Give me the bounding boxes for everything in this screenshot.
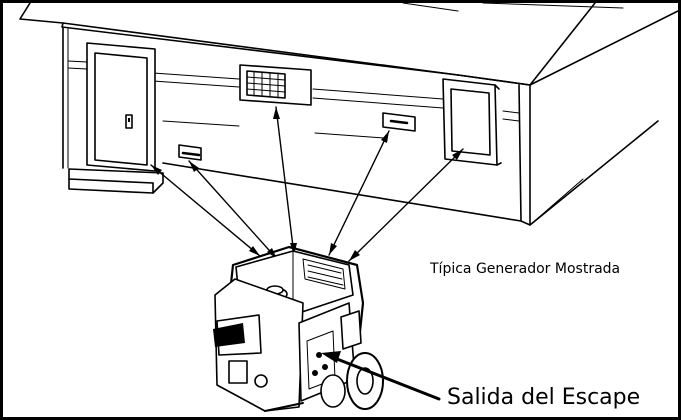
- exhaust-flow-arrows: [150, 106, 464, 262]
- arrow-vent-left: [188, 160, 278, 260]
- arrow-vent-right: [328, 130, 390, 256]
- arrowheads: [151, 107, 463, 261]
- wall-vent-right: [382, 112, 416, 132]
- house-window: [442, 78, 502, 166]
- portable-generator: [213, 245, 384, 412]
- house-wall: [62, 26, 659, 226]
- wall-vent-left: [178, 144, 202, 161]
- arrow-door: [150, 164, 261, 257]
- diagram-drawing: [19, 3, 678, 412]
- exhaust-callout-arrow: [321, 351, 441, 401]
- arrow-window: [348, 148, 464, 262]
- typical-generator-caption: Típica Generador Mostrada: [430, 261, 621, 277]
- window-air-conditioner: [239, 64, 312, 106]
- house-door: [68, 42, 164, 194]
- arrow-air-conditioner: [275, 106, 295, 256]
- exhaust-outlet-label: Salida del Escape: [447, 385, 641, 410]
